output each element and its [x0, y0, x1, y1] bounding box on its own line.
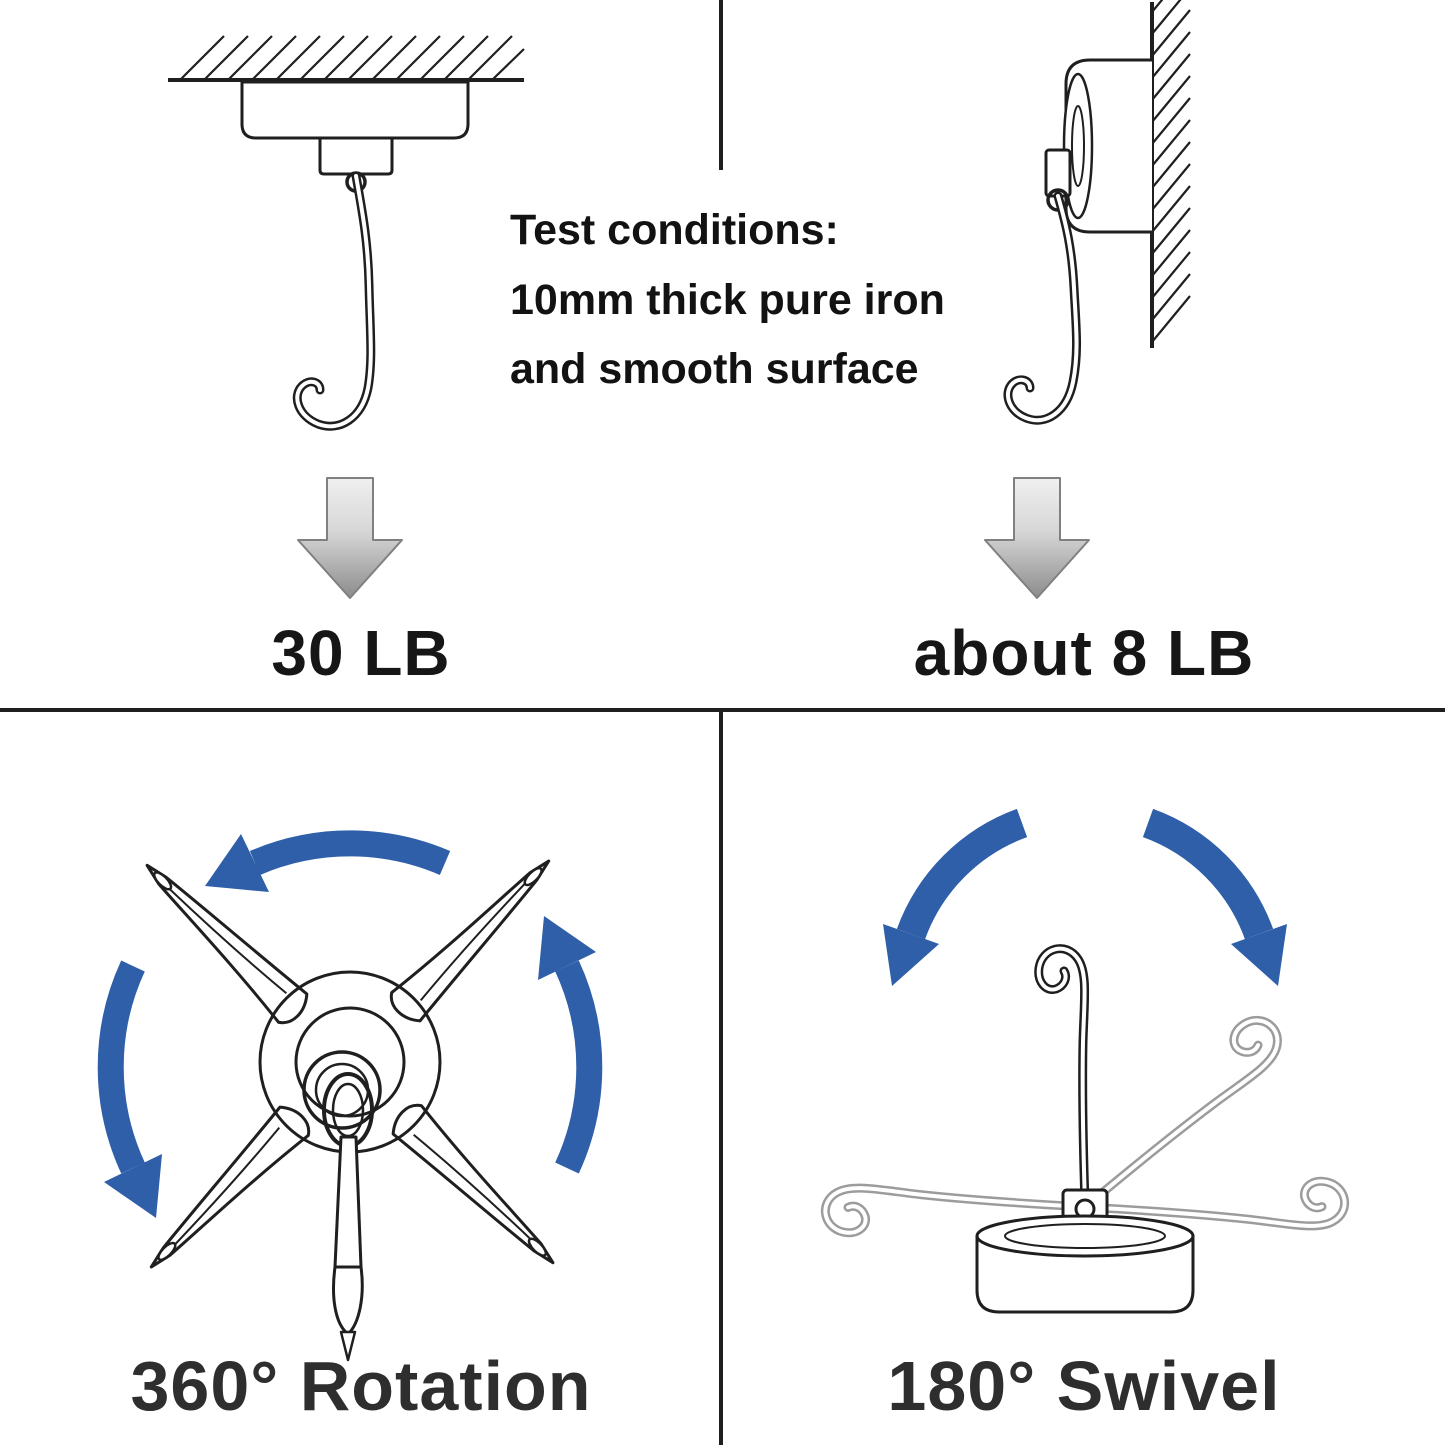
test-conditions-line: Test conditions:	[510, 206, 839, 254]
hanging-hook	[322, 1072, 374, 1362]
test-conditions-line: 10mm thick pure iron	[510, 275, 945, 324]
ceiling-pull-label: 30 LB	[271, 617, 451, 689]
swivel-hook-position-upper-right	[1059, 1011, 1289, 1205]
rotation-360-icon	[97, 830, 603, 1362]
swivel-arrow-right	[1142, 808, 1287, 986]
swivel-arrow-left	[883, 808, 1028, 986]
top-illustrations	[168, 0, 1191, 599]
ceiling-hatch-lines	[179, 35, 525, 81]
rotation-label: 360° Rotation	[130, 1347, 592, 1425]
divider-bottom-vertical	[719, 708, 723, 1445]
test-conditions-line: and smooth surface	[510, 345, 919, 394]
rotation-arrow-right	[538, 916, 603, 1174]
divider-top-vertical	[719, 0, 723, 170]
swivel-mount	[318, 136, 394, 176]
wall-magnet-hook-icon	[1008, 0, 1191, 420]
down-arrow-icon	[984, 477, 1090, 599]
magnet-cap	[240, 80, 470, 140]
swivel-bearing	[258, 970, 442, 1154]
test-conditions-text: Test conditions: 10mm thick pure iron an…	[510, 196, 980, 405]
wall-pull-label: about 8 LB	[913, 617, 1255, 689]
hook-wire	[297, 176, 371, 426]
rotation-arrow-top	[205, 830, 451, 892]
swivel-180-icon	[722, 808, 1445, 1314]
ceiling-magnet-hook-icon	[168, 35, 525, 426]
swivel-label: 180° Swivel	[887, 1347, 1281, 1425]
wall-hatch-lines	[1151, 0, 1191, 343]
rotation-arrow-left	[97, 960, 162, 1218]
down-arrow-icon	[297, 477, 403, 599]
upright-hook	[1039, 949, 1085, 1204]
magnet-base	[975, 1214, 1195, 1314]
